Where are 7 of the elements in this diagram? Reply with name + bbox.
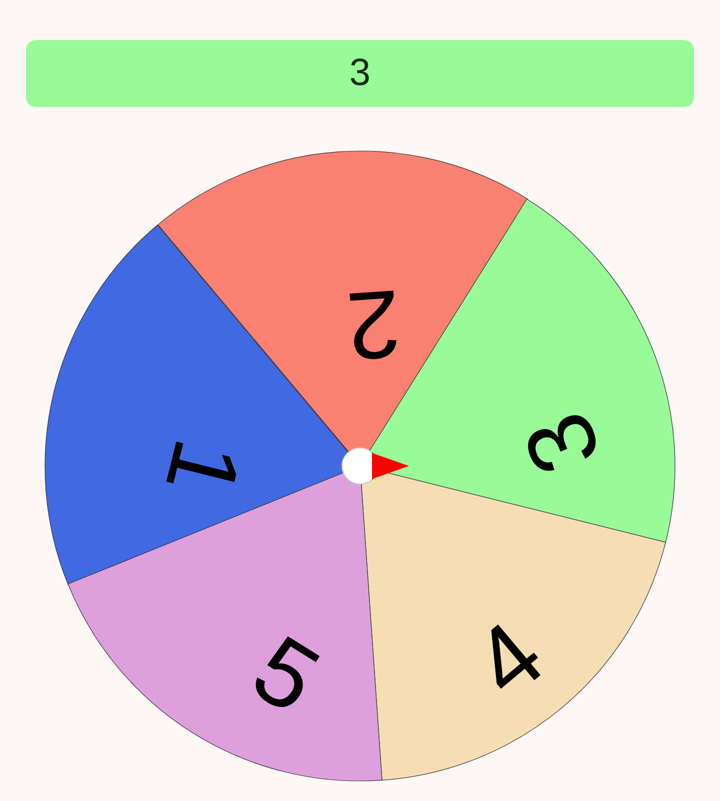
segment-number: 2	[343, 274, 404, 374]
segment-number: 3	[508, 400, 618, 486]
result-banner	[26, 40, 694, 107]
segment-number: 1	[149, 430, 256, 506]
result-value: 3	[349, 52, 371, 95]
segment-number: 5	[238, 620, 334, 730]
segment-number: 4	[458, 606, 560, 714]
